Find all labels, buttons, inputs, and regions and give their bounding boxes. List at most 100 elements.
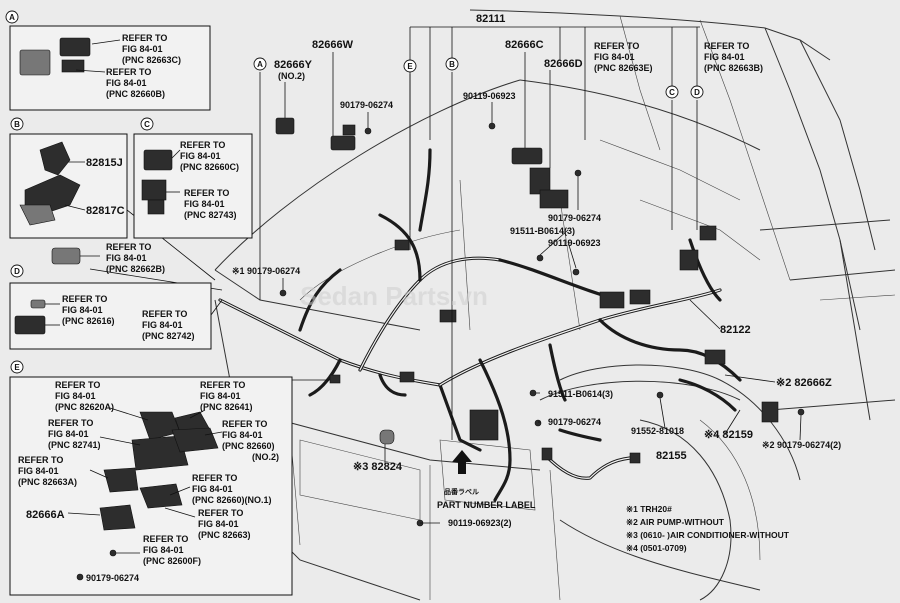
box-d-labels: REFER TO FIG 84-01 (PNC 82616) REFER TO … [62, 294, 195, 341]
callout-91511-a: 91511-B0614(3) [510, 226, 575, 236]
pnc-82742: (PNC 82742) [142, 331, 195, 341]
bolt-90179-06274: 90179-06274 [86, 573, 139, 583]
pnc-82743: (PNC 82743) [184, 210, 237, 220]
marker-a-callout: A [257, 60, 263, 69]
part-number-label-arrow [452, 450, 472, 474]
pnc-82663c: (PNC 82663C) [122, 55, 181, 65]
refer-to-text: REFER TO [184, 188, 229, 198]
fig-text: FIG 84-01 [198, 519, 239, 529]
refer-to-text: REFER TO [18, 455, 63, 465]
marker-d-callout: D [694, 88, 700, 97]
callout-no2: (NO.2) [278, 71, 305, 81]
refer-to-text: REFER TO [198, 508, 243, 518]
callout-x3-82824: ※3 82824 [353, 461, 403, 473]
refer-to-text: REFER TO [704, 41, 749, 51]
refer-to-text: REFER TO [48, 418, 93, 428]
callout-82666d: 82666D [544, 58, 583, 70]
pnc-82616: (PNC 82616) [62, 316, 115, 326]
no2-qualifier: (NO.2) [252, 452, 279, 462]
callout-82155: 82155 [656, 450, 687, 462]
pnc-82660-no2: (PNC 82660) [222, 441, 275, 451]
detail-box-d [9, 282, 212, 350]
leader-lines [89, 26, 802, 524]
pnc-82663a: (PNC 82663A) [18, 477, 77, 487]
detail-box-c [133, 133, 253, 239]
callout-91511-b: 91511-B0614(3) [548, 389, 613, 399]
marker-e-box: E [14, 363, 20, 372]
fig-text: FIG 84-01 [192, 484, 233, 494]
fig-text: FIG 84-01 [122, 44, 163, 54]
note-1: ※1 TRH20# [626, 504, 672, 514]
part-82817c: 82817C [86, 205, 125, 217]
pnc-82662b: (PNC 82662B) [106, 264, 165, 274]
note-4: ※4 (0501-0709) [626, 543, 687, 553]
note-2: ※2 AIR PUMP-WITHOUT [626, 517, 725, 527]
fig-text: FIG 84-01 [184, 199, 225, 209]
section-markers: A B C D E A E B C D [5, 10, 704, 374]
refer-to-text: REFER TO [594, 41, 639, 51]
fig-text: FIG 84-01 [594, 52, 635, 62]
callout-82666y: 82666Y [274, 59, 313, 71]
pnc-82663b: (PNC 82663B) [704, 63, 763, 73]
detail-box-a [9, 25, 211, 111]
main-harness-82111: 82111 [476, 13, 505, 25]
loose-connector-82662b [51, 247, 100, 265]
callout-90179-c: 90179-06274 [548, 417, 601, 427]
fig-text: FIG 84-01 [200, 391, 241, 401]
detail-box-e [9, 376, 293, 596]
refer-to-text: REFER TO [142, 309, 187, 319]
part-82666a: 82666A [26, 509, 65, 521]
callout-x4-82159: ※4 82159 [704, 429, 753, 441]
callout-90119-c: 90119-06923(2) [448, 518, 512, 528]
callout-82666c: 82666C [505, 39, 544, 51]
refer-to-text: REFER TO [192, 473, 237, 483]
pnc-82660b: (PNC 82660B) [106, 89, 165, 99]
marker-d-box: D [14, 267, 20, 276]
fig-text: FIG 84-01 [180, 151, 221, 161]
callout-90179-b: 90179-06274 [548, 213, 601, 223]
pnc-82741: (PNC 82741) [48, 440, 101, 450]
callout-91552: 91552-81018 [631, 426, 684, 436]
box-c-labels: REFER TO FIG 84-01 (PNC 82660C) REFER TO… [180, 140, 239, 220]
fig-text: FIG 84-01 [222, 430, 263, 440]
main-callouts: 82111 82666Y (NO.2) 82666W 82666C 82666D… [232, 13, 841, 528]
refer-to-text: REFER TO [122, 33, 167, 43]
box-b-labels: 82815J 82817C [86, 157, 125, 217]
harness-connectors [275, 117, 805, 527]
fig-text: FIG 84-01 [62, 305, 103, 315]
marker-b-box: B [14, 120, 20, 129]
fig-text: FIG 84-01 [704, 52, 745, 62]
box-a-labels: REFER TO FIG 84-01 (PNC 82663C) REFER TO… [106, 33, 181, 99]
loose-ref-labels: REFER TO FIG 84-01 (PNC 82662B) [106, 242, 165, 274]
callout-90119-a: 90119-06923 [463, 91, 516, 101]
fig-text: FIG 84-01 [55, 391, 96, 401]
fig-text: FIG 84-01 [106, 253, 147, 263]
refer-to-text: REFER TO [200, 380, 245, 390]
pnc-82641: (PNC 82641) [200, 402, 253, 412]
refer-to-text: REFER TO [106, 242, 151, 252]
fig-text: FIG 84-01 [48, 429, 89, 439]
part-number-label: PART NUMBER LABEL [437, 500, 536, 510]
callout-90119-b: 90119-06923 [548, 238, 601, 248]
fig-text: FIG 84-01 [18, 466, 59, 476]
wire-harness-82111 [218, 148, 742, 502]
pnc-82660-no1: (PNC 82660)(NO.1) [192, 495, 272, 505]
callout-82666w: 82666W [312, 39, 354, 51]
watermark: Sedan Parts.vn [300, 281, 488, 311]
fig-text: FIG 84-01 [142, 320, 183, 330]
pnc-82663e: (PNC 82663E) [594, 63, 653, 73]
marker-a-box: A [9, 13, 15, 22]
marker-c-callout: C [669, 88, 675, 97]
callout-x2-82666z: ※2 82666Z [776, 377, 832, 389]
callout-x1-90179: ※1 90179-06274 [232, 266, 300, 276]
refer-to-text: REFER TO [222, 419, 267, 429]
pnc-82663: (PNC 82663) [198, 530, 251, 540]
callout-90179-a: 90179-06274 [340, 100, 393, 110]
box-e-labels: REFER TO FIG 84-01 (PNC 82620A) REFER TO… [18, 380, 279, 583]
part-82815j: 82815J [86, 157, 123, 169]
footnotes: ※1 TRH20# ※2 AIR PUMP-WITHOUT ※3 (0610- … [626, 504, 790, 553]
fig-text: FIG 84-01 [143, 545, 184, 555]
pnc-82620a: (PNC 82620A) [55, 402, 114, 412]
